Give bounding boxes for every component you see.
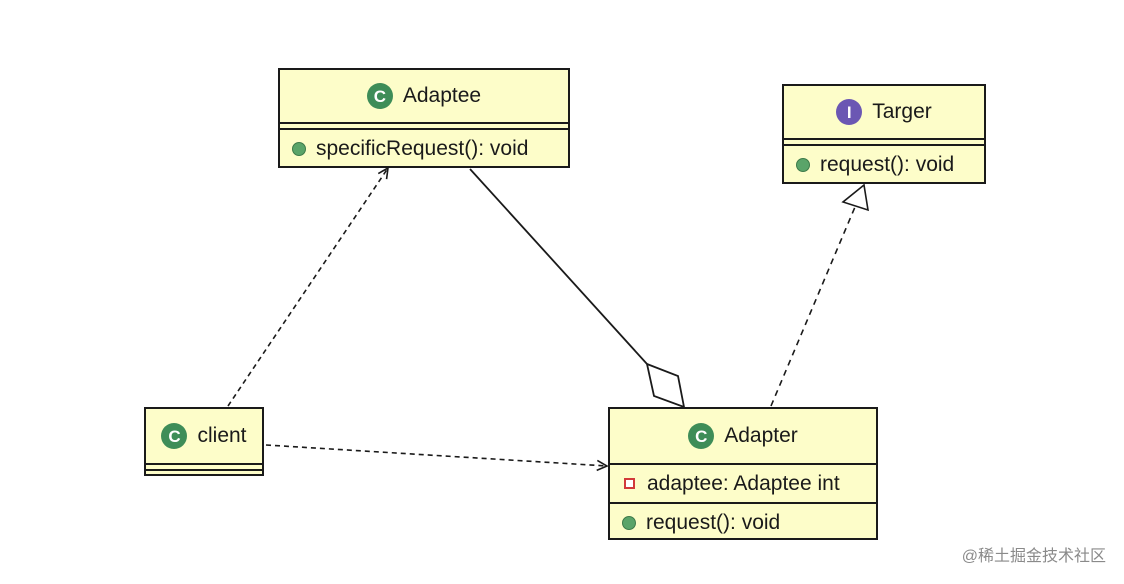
class-client[interactable]: C client: [144, 407, 264, 476]
aggregation-line: [469, 168, 648, 365]
class-icon: C: [161, 423, 188, 449]
aggregation-diamond: [645, 362, 686, 409]
public-method-icon: [796, 157, 810, 172]
class-adapter[interactable]: C Adapter adaptee: Adaptee int request()…: [608, 407, 878, 540]
class-adaptee-header: C Adaptee: [280, 70, 568, 122]
interface-icon: I: [836, 99, 863, 125]
method-signature: request(): void: [646, 510, 781, 534]
public-method-icon: [292, 141, 306, 156]
dependency-client-adapter: [265, 444, 607, 466]
class-adaptee[interactable]: C Adaptee specificRequest(): void: [278, 68, 570, 168]
class-adapter-header: C Adapter: [610, 409, 876, 463]
interface-targer-header: I Targer: [784, 86, 984, 138]
private-field-icon: [624, 478, 635, 489]
watermark: @稀土掘金技术社区: [961, 548, 1106, 565]
realization-line: [770, 206, 856, 407]
dependency-client-adaptee: [227, 168, 388, 407]
realization-arrowhead: [841, 183, 869, 212]
attributes-separator: [784, 138, 984, 146]
attribute-row: adaptee: Adaptee int: [610, 465, 876, 502]
class-client-header: C client: [146, 409, 262, 463]
public-method-icon: [622, 515, 636, 530]
attributes-separator: [610, 463, 876, 465]
class-client-name: client: [197, 424, 247, 447]
method-row: specificRequest(): void: [280, 130, 568, 167]
method-signature: specificRequest(): void: [316, 136, 529, 160]
attributes-separator: [280, 122, 568, 130]
class-adapter-name: Adapter: [724, 424, 798, 447]
class-icon: C: [366, 83, 393, 109]
class-icon: C: [688, 423, 715, 449]
interface-targer-name: Targer: [872, 100, 932, 123]
method-row: request(): void: [610, 504, 876, 541]
method-row: request(): void: [784, 146, 984, 183]
interface-targer[interactable]: I Targer request(): void: [782, 84, 986, 184]
class-adaptee-name: Adaptee: [402, 84, 482, 107]
method-signature: request(): void: [820, 152, 955, 176]
attribute-signature: adaptee: Adaptee int: [647, 471, 840, 495]
attributes-separator: [146, 463, 262, 471]
methods-separator: [610, 502, 876, 504]
